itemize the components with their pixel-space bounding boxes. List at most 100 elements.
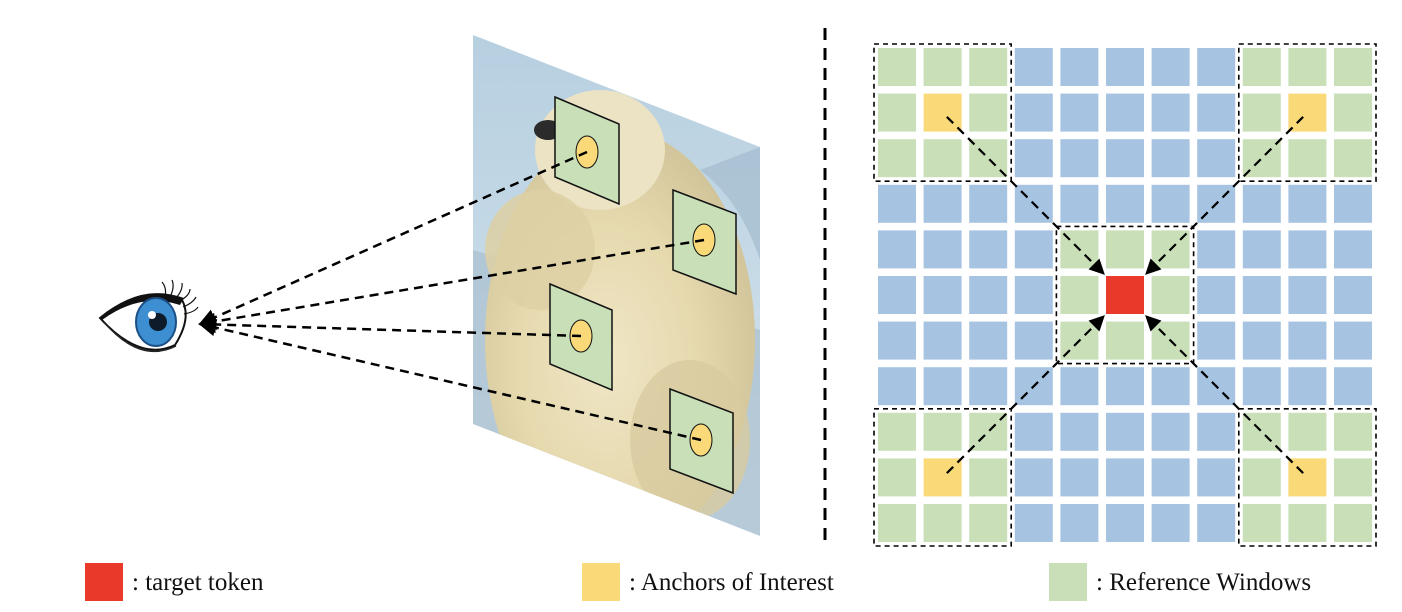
- eye-icon: [98, 279, 199, 353]
- grid-token: [1014, 139, 1053, 178]
- grid-token: [1288, 276, 1327, 314]
- window-token: [1060, 276, 1099, 314]
- grid-token: [878, 367, 916, 406]
- sight-lines: [198, 150, 705, 442]
- grid-token: [1242, 230, 1281, 269]
- grid-token: [1197, 321, 1236, 360]
- grid-token: [969, 276, 1008, 314]
- grid-token: [1106, 504, 1144, 542]
- grid-token: [1014, 504, 1053, 542]
- window-token: [878, 93, 916, 132]
- window-token: [969, 504, 1008, 542]
- grid-token: [878, 276, 916, 314]
- grid-token: [1197, 458, 1236, 497]
- legend-item-window: : Reference Windows: [1096, 563, 1311, 603]
- grid-token: [1242, 321, 1281, 360]
- grid-token: [969, 367, 1008, 406]
- grid-token: [1151, 93, 1190, 132]
- window-token: [969, 458, 1008, 497]
- window-token: [1242, 93, 1281, 132]
- grid-token: [1014, 93, 1053, 132]
- grid-token: [1060, 48, 1099, 86]
- legend-label-target: : target token: [132, 569, 264, 596]
- legend-swatch-target: [85, 563, 123, 601]
- window-token: [1242, 48, 1281, 86]
- sight-line: [198, 315, 582, 338]
- grid-token: [1060, 412, 1099, 451]
- anchor-token: [923, 458, 962, 497]
- anchor-to-target-arrow: [1145, 116, 1304, 275]
- grid-token: [923, 184, 962, 223]
- grid-token: [969, 184, 1008, 223]
- grid-token: [1197, 276, 1236, 314]
- grid-token: [1197, 230, 1236, 269]
- grid-token: [1106, 48, 1144, 86]
- window-token: [1334, 139, 1372, 178]
- grid-token: [1060, 93, 1099, 132]
- grid-token: [1334, 184, 1372, 223]
- grid-token: [1106, 367, 1144, 406]
- grid-token: [1106, 139, 1144, 178]
- token-grid: [878, 48, 1372, 542]
- window-token: [1151, 276, 1190, 314]
- grid-token: [923, 321, 962, 360]
- window-token: [878, 412, 916, 451]
- window-token: [1334, 458, 1372, 497]
- grid-token: [1197, 139, 1236, 178]
- grid-token: [1151, 458, 1190, 497]
- anchor-token: [923, 93, 962, 132]
- legend-swatch-window: [1049, 563, 1087, 601]
- grid-token: [1014, 276, 1053, 314]
- grid-token: [1197, 93, 1236, 132]
- grid-token: [1014, 458, 1053, 497]
- window-token: [1242, 504, 1281, 542]
- grid-token: [1334, 367, 1372, 406]
- left-panel: [98, 35, 760, 536]
- grid-token: [1106, 184, 1144, 223]
- reference-window-outline: [1055, 225, 1195, 365]
- legend-label-window: : Reference Windows: [1096, 569, 1312, 596]
- grid-token: [969, 321, 1008, 360]
- sight-line: [198, 238, 705, 331]
- grid-token: [1060, 367, 1099, 406]
- grid-token: [1060, 504, 1099, 542]
- grid-token: [1288, 184, 1327, 223]
- grid-token: [1242, 276, 1281, 314]
- window-token: [1334, 412, 1372, 451]
- grid-token: [1106, 458, 1144, 497]
- anchor-to-target-arrow: [946, 315, 1105, 474]
- grid-token: [1151, 367, 1190, 406]
- grid-token: [1242, 184, 1281, 223]
- anchor-arrows: [946, 116, 1304, 474]
- legend-item-target: : target token: [132, 563, 263, 603]
- grid-token: [1106, 412, 1144, 451]
- grid-token: [1151, 184, 1190, 223]
- window-token: [878, 139, 916, 178]
- grid-token: [878, 321, 916, 360]
- window-token: [923, 504, 962, 542]
- reference-window-outlines: [873, 43, 1377, 547]
- window-token: [969, 93, 1008, 132]
- window-token: [878, 48, 916, 86]
- grid-token: [1151, 412, 1190, 451]
- window-token: [1288, 504, 1327, 542]
- window-token: [923, 139, 962, 178]
- grid-token: [878, 230, 916, 269]
- window-token: [1106, 230, 1144, 269]
- anchor-token: [1288, 93, 1327, 132]
- grid-token: [1288, 367, 1327, 406]
- window-token: [1334, 504, 1372, 542]
- window-token: [923, 48, 962, 86]
- reference-window-outline: [1238, 407, 1377, 547]
- grid-token: [1288, 230, 1327, 269]
- legend-label-anchor: : Anchors of Interest: [629, 569, 834, 596]
- grid-token: [1334, 230, 1372, 269]
- window-token: [1334, 93, 1372, 132]
- grid-token: [1060, 184, 1099, 223]
- window-token: [1288, 48, 1327, 86]
- grid-token: [1014, 230, 1053, 269]
- grid-token: [1106, 93, 1144, 132]
- window-token: [923, 412, 962, 451]
- grid-token: [1060, 458, 1099, 497]
